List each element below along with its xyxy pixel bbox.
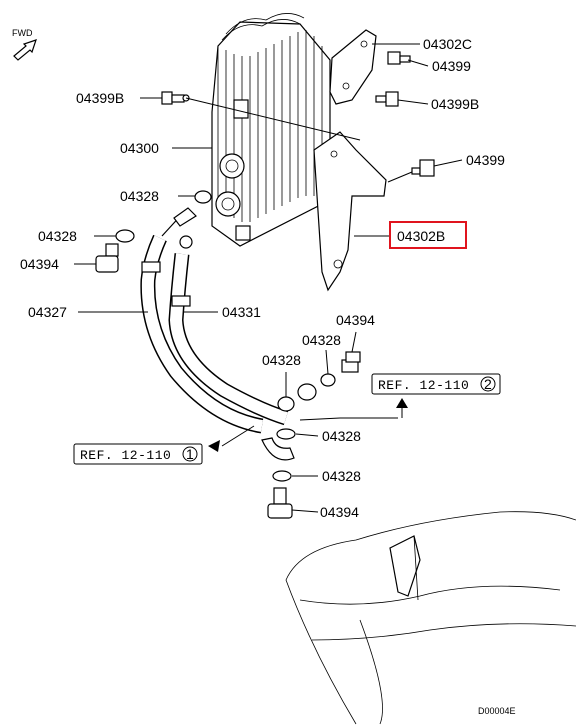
bolt-04399-mid [411,159,435,177]
highlight-04302b [389,221,467,249]
label-04328-b[interactable]: 04328 [38,228,77,244]
bolt-04399b-left [161,91,190,105]
oil-cooler-core [211,13,331,247]
label-04328-e[interactable]: 04328 [322,428,361,444]
banjo-bolt-04394-b [341,351,361,373]
bracket-04302c [329,29,377,105]
label-04328-c[interactable]: 04328 [302,332,341,348]
ref-right-num: 2 [484,376,492,392]
leader-lines [74,43,463,513]
washer-04328-e [276,428,296,440]
label-04302b[interactable]: 04302B [397,228,445,244]
fwd-arrow-icon [13,39,37,61]
washer-04328-d [320,373,336,387]
label-04399-mid[interactable]: 04399 [466,152,505,168]
label-04394-b[interactable]: 04394 [336,312,375,328]
lower-banjo-fitting [261,437,295,461]
washer-04328-b [115,229,135,243]
hose-fitting-upper [173,207,197,227]
label-04394-c[interactable]: 04394 [320,504,359,520]
bolt-04399-top [387,51,411,65]
diagram-code: D00004E [478,706,516,716]
vehicle-outline [285,511,576,725]
hose-04331 [168,235,289,426]
washer-04328-a [194,190,212,204]
label-04331[interactable]: 04331 [222,304,261,320]
label-04302c[interactable]: 04302C [423,36,472,52]
ref-right-text: REF. 12-110 [378,378,469,393]
label-04399b-left[interactable]: 04399B [76,90,124,106]
bracket-04302b [313,131,387,292]
label-04394-a[interactable]: 04394 [20,256,59,272]
label-04328-a[interactable]: 04328 [120,188,159,204]
label-04327[interactable]: 04327 [28,304,67,320]
ref-left-num: 1 [186,446,194,462]
label-04328-f[interactable]: 04328 [322,468,361,484]
fwd-label: FWD [12,28,33,38]
banjo-bolt-04394-c [267,487,293,519]
banjo-fitting [297,383,317,401]
label-04300[interactable]: 04300 [120,140,159,156]
label-04328-d[interactable]: 04328 [262,352,301,368]
bolt-04399b-right [375,91,399,107]
ref-right-num-circle [480,376,496,392]
ref-arrow-up-icon [396,398,408,408]
banjo-bolt-04394-a [95,243,119,273]
label-04399b-right[interactable]: 04399B [431,96,479,112]
ref-arrow-down-icon [208,440,220,452]
ref-box-right[interactable] [371,373,501,395]
ref-left-text: REF. 12-110 [80,448,171,463]
washer-04328-f [272,470,292,482]
washer-04328-c [277,396,295,412]
ref-box-left[interactable] [73,443,203,465]
label-04399-top[interactable]: 04399 [432,58,471,74]
hose-04327 [140,211,264,434]
ref-left-num-circle [182,446,198,462]
